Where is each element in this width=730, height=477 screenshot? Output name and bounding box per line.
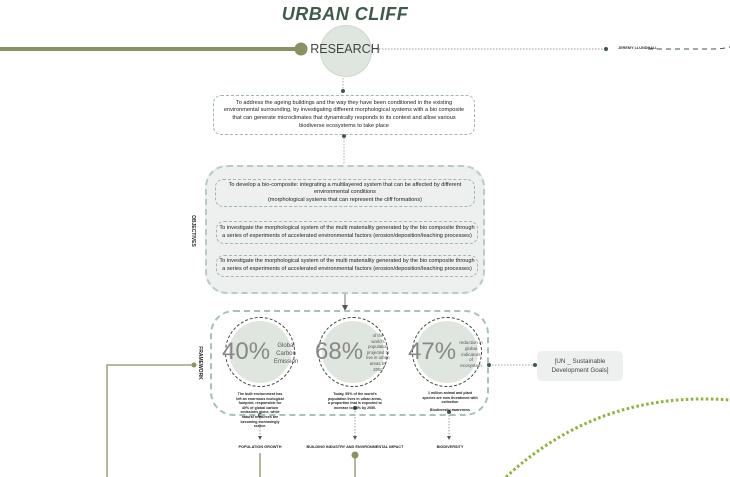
green-dotted-arc — [504, 397, 730, 477]
objectives-panel — [205, 165, 485, 294]
connector-dot — [447, 410, 451, 414]
category-label: BIODIVERSITY — [436, 445, 464, 449]
stat-ring — [412, 317, 482, 387]
category-label: POPULATION GROWTH — [238, 445, 282, 449]
stat-circle — [416, 321, 478, 383]
objectives-label: OBJECTIVES — [190, 215, 196, 247]
arrow-head — [258, 436, 451, 440]
category-arrows — [259, 408, 450, 438]
stat-notes: 1 million animal and plant species are n… — [422, 391, 478, 412]
objective-item: To investigate the morphological system … — [216, 255, 478, 277]
objective-subtext: (morphological systems that can represen… — [267, 196, 423, 203]
stat-desc: of the world's population projected to l… — [366, 333, 390, 372]
un-goals-text: [UN _ Sustainable Development Goals] — [551, 358, 609, 374]
stat-note-secondary: Biodiversity awareness — [430, 407, 470, 412]
stat-ring — [318, 317, 388, 387]
stat-desc: reduction in global indicators of ecosys… — [459, 340, 483, 369]
stat-value: 40% — [222, 338, 271, 365]
page-title: URBAN CLIFF — [281, 4, 409, 24]
objective-text: To investigate the morphological system … — [219, 224, 475, 239]
category-label: BUILDING INDUSTRY AND ENVIRONMENTAL IMPA… — [306, 445, 404, 449]
connector-dot — [604, 47, 608, 51]
stat-circle — [229, 321, 291, 383]
aim-text: To address the ageing buildings and the … — [223, 99, 465, 129]
objective-item: To investigate the morphological system … — [216, 221, 478, 244]
objective-item: To develop a bio-composite: integrating … — [215, 179, 475, 207]
stat-value: 68% — [315, 338, 364, 365]
stat-value: 47% — [408, 338, 457, 365]
framework-label: FRAMEWORK — [197, 346, 203, 380]
stat-desc: Global Carbon Emission — [273, 343, 299, 365]
framework-panel — [210, 310, 489, 416]
author-label: JEREMY LLUNDHALL — [618, 46, 658, 50]
research-node[interactable] — [320, 25, 372, 77]
aim-box: To address the ageing buildings and the … — [213, 95, 475, 135]
stat-circle — [322, 321, 384, 383]
stat-note: The built environment has left an enormo… — [236, 392, 284, 429]
stat-note: Today, 55% of the world's population liv… — [328, 392, 382, 410]
stat-ring — [225, 317, 295, 387]
connector-dot — [341, 89, 345, 93]
stat-note: 1 million animal and plant species are n… — [422, 391, 478, 405]
timeline-node — [351, 451, 359, 459]
objective-text: To develop a bio-composite: integrating … — [228, 181, 462, 196]
olive-connector — [106, 364, 193, 477]
connector-dot — [191, 362, 197, 368]
objective-text: To investigate the morphological system … — [219, 258, 475, 272]
connector-dot — [353, 406, 357, 410]
timeline-node — [294, 42, 308, 56]
research-label: RESEARCH — [310, 42, 380, 56]
un-goals-box[interactable]: [UN _ Sustainable Development Goals] — [537, 351, 623, 381]
connector-dot — [342, 134, 346, 138]
arrow-head — [342, 305, 348, 311]
dashed-line — [648, 46, 730, 50]
connector-dot — [533, 363, 537, 367]
